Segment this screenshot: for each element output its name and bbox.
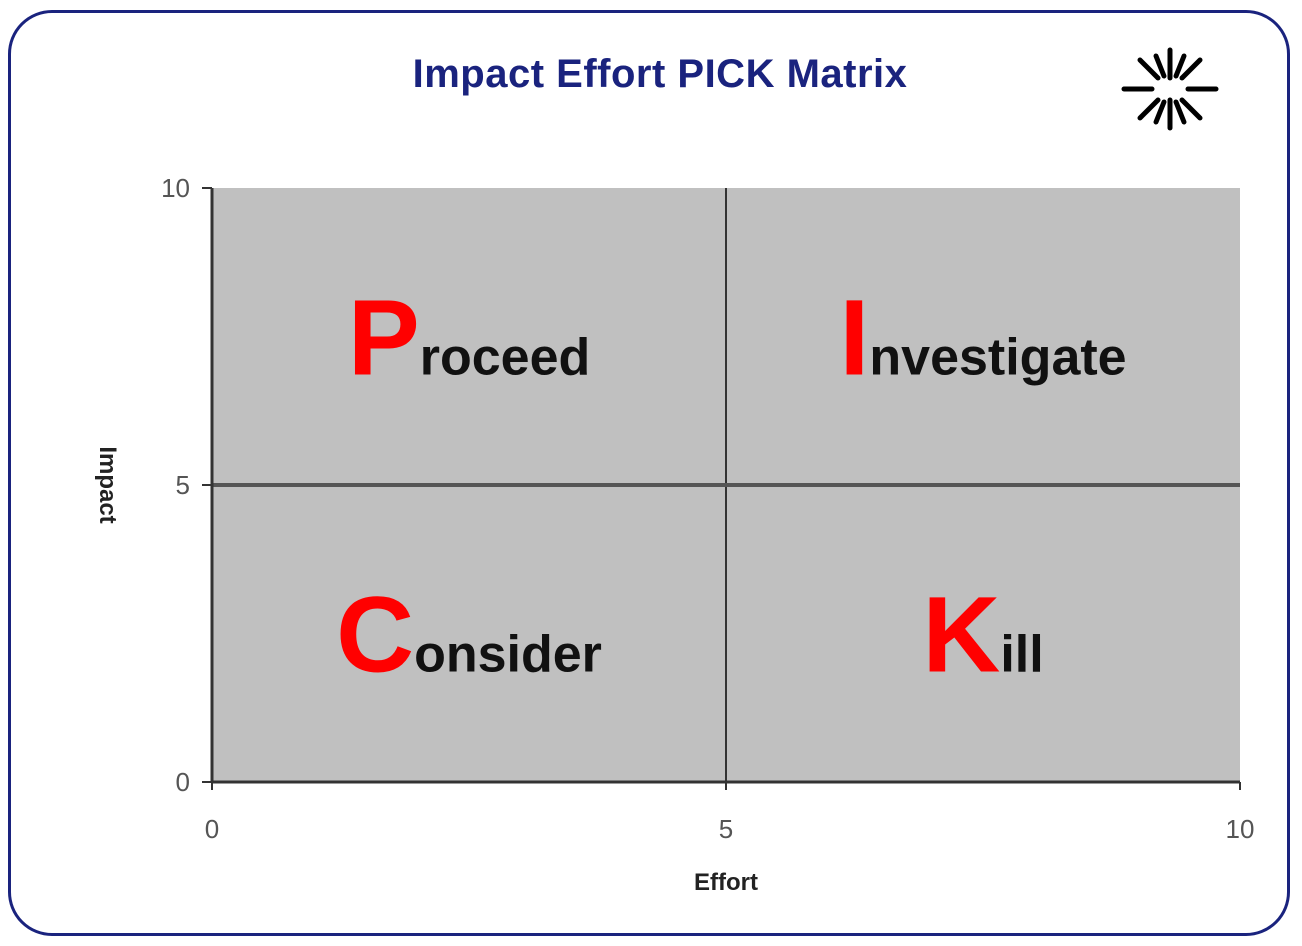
y-tick-label: 10 <box>161 173 190 203</box>
chart-title: Impact Effort PICK Matrix <box>412 52 908 96</box>
quadrant-label-proceed: Proceed <box>348 277 591 398</box>
starburst-logo-icon <box>1121 47 1219 131</box>
quadrant-initial-investigate: I <box>839 277 869 398</box>
x-tick-label: 0 <box>205 814 219 844</box>
x-tick-label: 5 <box>719 814 733 844</box>
quadrant-word-investigate: nvestigate <box>869 329 1126 387</box>
quadrant-label-investigate: Investigate <box>839 277 1126 398</box>
axis-ticks: 0 5 10 0 5 10 <box>161 173 1254 844</box>
y-tick-label: 0 <box>176 767 190 797</box>
quadrant-initial-kill: K <box>922 574 1000 695</box>
quadrant-word-consider: onsider <box>414 626 602 684</box>
y-tick-label: 5 <box>176 470 190 500</box>
quadrant-initial-proceed: P <box>348 277 420 398</box>
quadrant-word-kill: ill <box>1000 626 1043 684</box>
x-tick-label: 10 <box>1226 814 1255 844</box>
quadrant-initial-consider: C <box>336 574 414 695</box>
quadrant-label-consider: Consider <box>336 574 602 695</box>
x-axis-title: Effort <box>694 869 758 896</box>
y-axis-title: Impact <box>94 446 121 523</box>
quadrant-label-kill: Kill <box>922 574 1043 695</box>
quadrant-word-proceed: roceed <box>420 329 591 387</box>
quadrant-dividers <box>212 188 1240 782</box>
